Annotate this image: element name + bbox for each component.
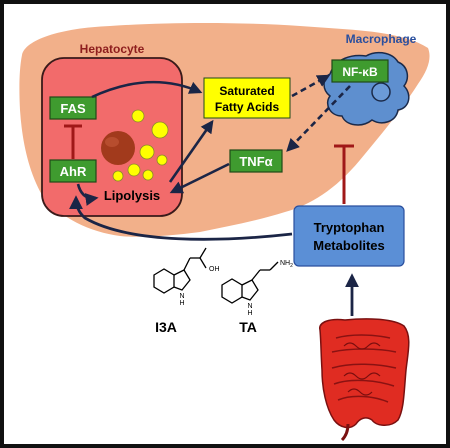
nfkb-label: NF-κB xyxy=(342,65,378,79)
indole-3-acetic-acid-structure xyxy=(153,247,207,294)
tryptophan-metabolites-label-line1: Tryptophan xyxy=(314,220,385,235)
ta-nh2-label: NH2 xyxy=(280,260,293,269)
tnfa-label: TNFα xyxy=(239,154,272,169)
tnfa-to-lipolysis-arrow xyxy=(169,162,230,194)
nucleus-highlight xyxy=(105,137,119,147)
nfkb-to-tnfa-arrow xyxy=(286,85,351,152)
trp-to-ahr-arrow xyxy=(69,195,293,241)
i3a-label: I3A xyxy=(155,319,177,335)
i3a-n-label: N xyxy=(179,293,184,300)
lipolysis-label: Lipolysis xyxy=(104,188,160,203)
ahr-to-lipolysis-arrow xyxy=(76,183,99,206)
ta-label: TA xyxy=(239,319,257,335)
lipolysis-to-sfa-arrow xyxy=(168,119,214,183)
macrophage-label: Macrophage xyxy=(346,32,417,46)
intestine-icon xyxy=(319,318,410,442)
i3a-h-label: H xyxy=(179,300,184,307)
i3a-oh-label: OH xyxy=(209,266,220,273)
macrophage-nucleus xyxy=(371,82,391,102)
nucleus-icon xyxy=(101,131,135,165)
ta-h-label: H xyxy=(247,310,252,317)
fas-box xyxy=(49,96,97,120)
hepatocyte-label: Hepatocyte xyxy=(80,42,145,56)
ahr-box xyxy=(49,159,97,183)
tryptamine-structure xyxy=(221,261,279,304)
nfkb-box xyxy=(331,59,389,83)
sfa-to-nfkb-arrow xyxy=(291,74,331,98)
fas-label: FAS xyxy=(60,101,86,116)
saturated-fatty-acids-label-line1: Saturated xyxy=(219,84,274,98)
ahr-label: AhR xyxy=(60,164,87,179)
tnfa-box xyxy=(229,149,283,173)
ta-n-label: N xyxy=(247,303,252,310)
saturated-fatty-acids-label-line2: Fatty Acids xyxy=(215,100,280,114)
tryptophan-metabolites-box xyxy=(293,205,405,267)
tryptophan-metabolites-label-line2: Metabolites xyxy=(313,238,385,253)
saturated-fatty-acids-box xyxy=(203,77,291,119)
fas-to-sfa-arrow xyxy=(91,80,203,99)
lipid-droplet-icon xyxy=(112,109,169,182)
